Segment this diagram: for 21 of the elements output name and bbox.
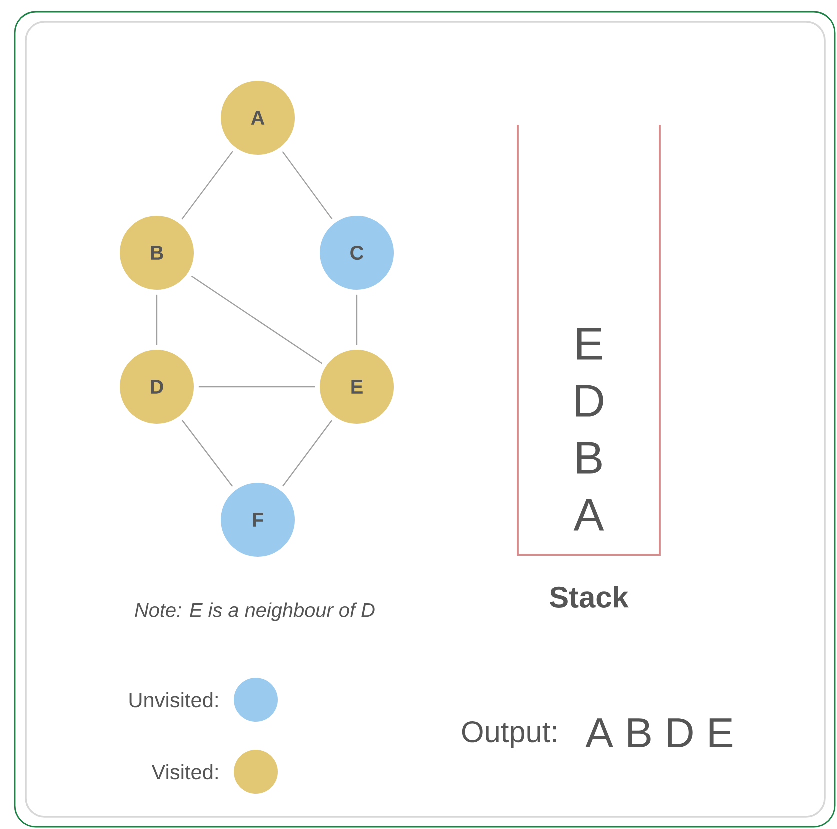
edge-line <box>192 276 322 364</box>
stack-drawing: E D B A <box>517 125 661 556</box>
graph-node: E <box>320 350 394 424</box>
graph-node: B <box>120 216 194 290</box>
output-sequence: A B D E <box>586 718 733 748</box>
graph-node: C <box>320 216 394 290</box>
edge-line <box>198 386 316 388</box>
legend-label: Unvisited: <box>130 692 218 708</box>
graph-node: A <box>221 81 295 155</box>
edge-line <box>156 294 158 346</box>
edge-line <box>282 151 333 220</box>
edge-line <box>356 294 358 346</box>
stack-caption: Stack <box>550 586 629 608</box>
graph-node: F <box>221 483 295 557</box>
graph-node: D <box>120 350 194 424</box>
legend-label: Visited: <box>152 764 218 780</box>
edge-line <box>182 420 234 487</box>
note-text: Note: E is a neighbour of D <box>135 602 375 622</box>
edge-line <box>282 420 332 487</box>
output-label: Output: <box>462 721 556 749</box>
edge-line <box>182 151 234 220</box>
